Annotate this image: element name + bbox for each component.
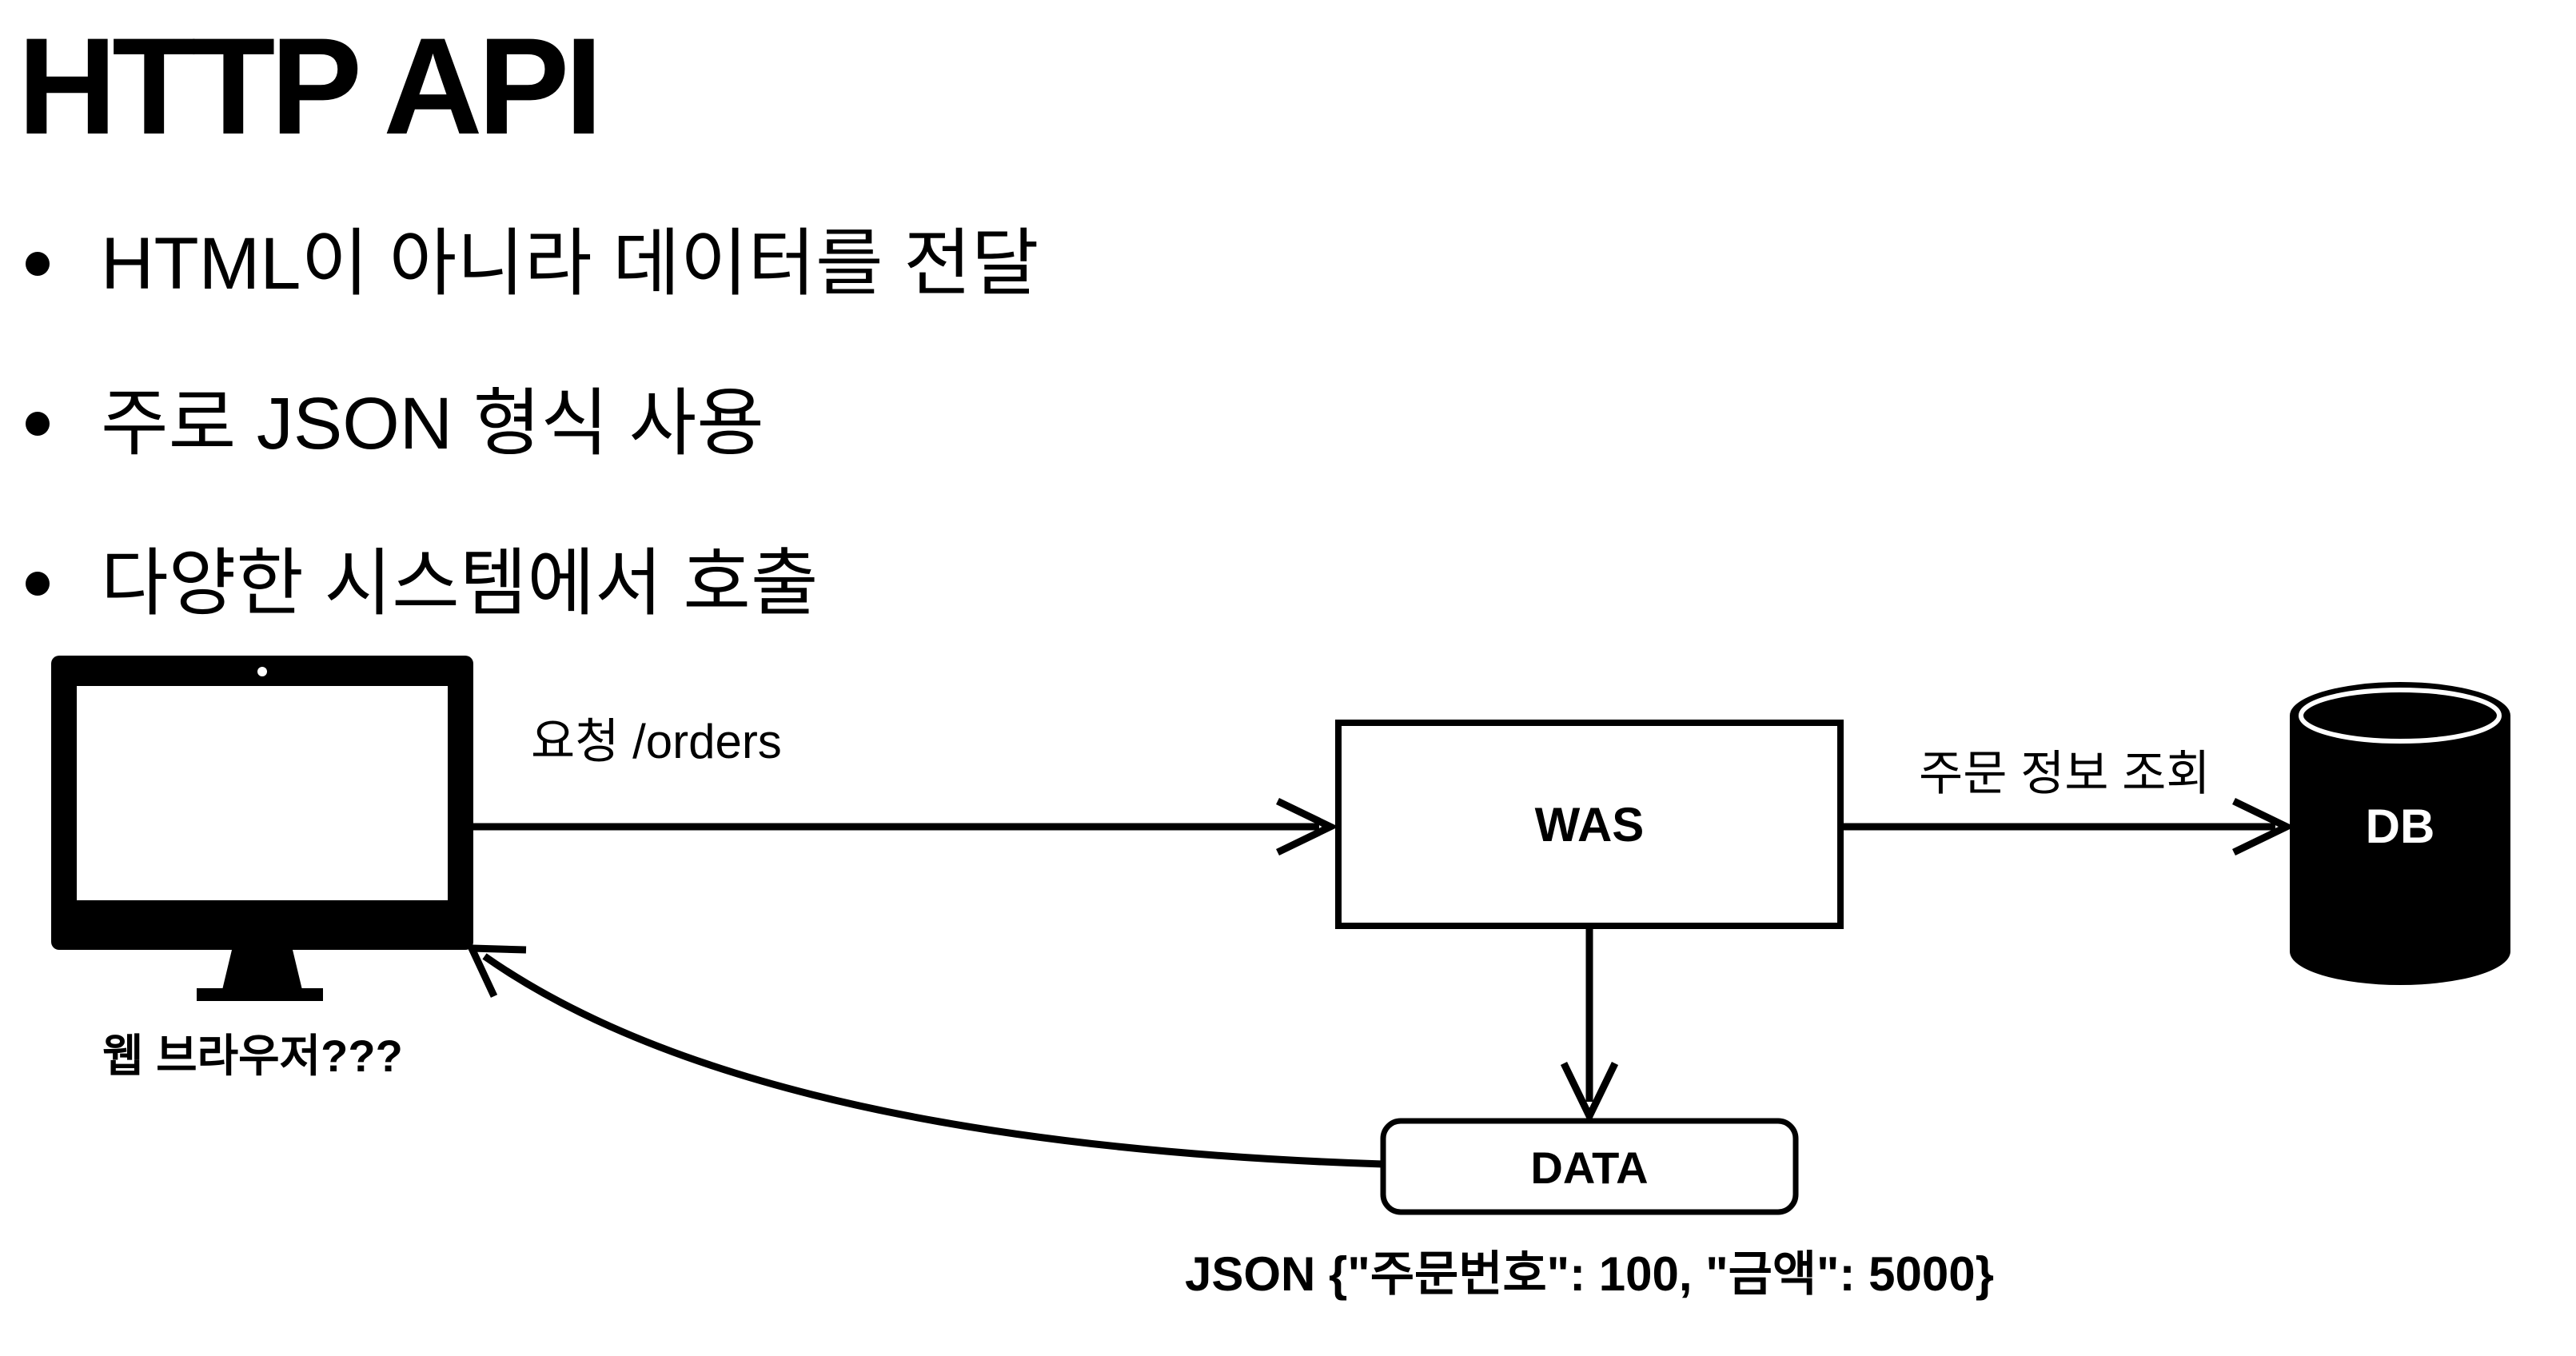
data-arrow — [1560, 926, 1619, 1125]
data-box — [1380, 1118, 1799, 1215]
bullet-text: HTML이 아니라 데이터를 전달 — [101, 223, 1039, 305]
database-icon — [2290, 682, 2510, 985]
monitor-icon — [51, 656, 473, 1001]
bullet-text: 주로 JSON 형식 사용 — [101, 383, 764, 465]
was-box — [1335, 720, 1844, 929]
bullet-dot-icon — [26, 252, 50, 276]
bullet-item: 다양한 시스템에서 호출 — [21, 504, 1039, 664]
bullet-item: 주로 JSON 형식 사용 — [21, 344, 1039, 504]
page-title: HTTP API — [18, 10, 603, 163]
bullet-item: HTML이 아니라 데이터를 전달 — [21, 184, 1039, 344]
bullet-dot-icon — [26, 572, 50, 596]
client-label: 웹 브라우저??? — [102, 1031, 403, 1081]
json-payload-label: JSON {"주문번호": 100, "금액": 5000} — [1185, 1247, 1994, 1301]
query-arrow — [1840, 797, 2295, 856]
data-label: DATA — [1530, 1143, 1648, 1193]
bullet-list: HTML이 아니라 데이터를 전달 주로 JSON 형식 사용 다양한 시스템에… — [21, 184, 1039, 664]
bullet-dot-icon — [26, 412, 50, 436]
was-label: WAS — [1535, 798, 1645, 851]
response-arrow — [465, 944, 1384, 1168]
query-label: 주문 정보 조회 — [1919, 747, 2211, 800]
bullet-text: 다양한 시스템에서 호출 — [101, 543, 819, 624]
request-arrow — [473, 797, 1339, 856]
request-label: 요청 /orders — [531, 715, 782, 768]
db-label: DB — [2366, 800, 2435, 853]
